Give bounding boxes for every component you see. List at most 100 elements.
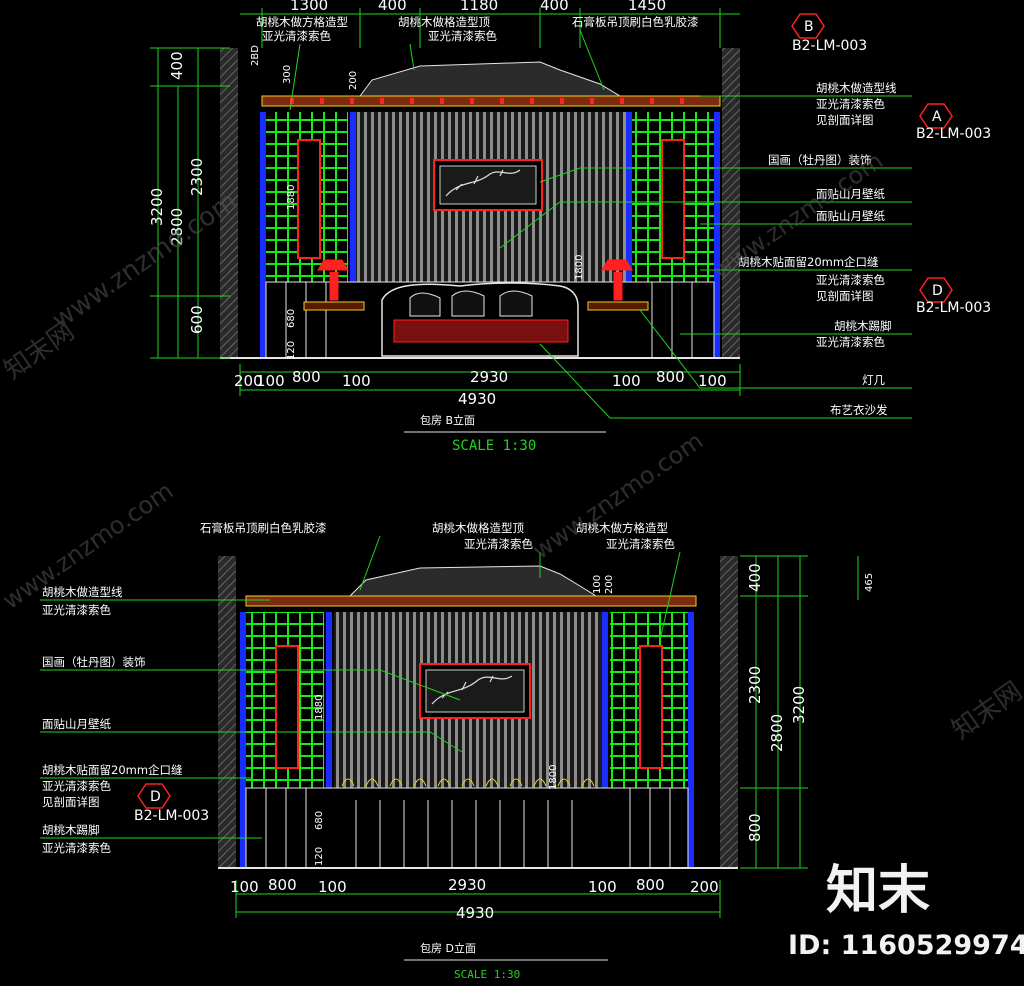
d-bottom-dim-200: 200	[690, 878, 719, 896]
ref-bubble-a: A B2-LM-003	[916, 103, 991, 142]
d-top-callouts: 石膏板吊顶刷白色乳胶漆 胡桃木做格造型顶 亚光清漆索色 胡桃木做方格造型 亚光清…	[200, 521, 681, 641]
d-inner-dim-2: 200	[604, 575, 615, 594]
ref-d-letter: D	[932, 283, 943, 299]
column-4	[714, 112, 720, 358]
inner-dim-2: 300	[282, 65, 293, 84]
right-wall-section	[722, 48, 740, 358]
cornice-dentils	[290, 98, 684, 104]
d-lc-4-l1: 胡桃木踢脚	[42, 823, 100, 837]
d-right-dim-800: 800	[746, 813, 764, 842]
watermark-brand-1: 知末网	[0, 316, 80, 385]
column-2	[350, 112, 356, 358]
d-column-4	[688, 612, 694, 868]
left-dim-600: 600	[188, 305, 206, 334]
bottom-dim-200: 200	[234, 372, 263, 390]
rc-5-l1: 胡桃木踢脚	[834, 319, 892, 333]
callout-ceiling-l1: 胡桃木做格造型顶	[398, 15, 490, 29]
top-dim-1: 1300	[290, 0, 328, 14]
column-1	[260, 112, 266, 358]
bottom-dim-2930: 2930	[470, 368, 508, 386]
d-column-2	[326, 612, 332, 868]
left-dim-3200: 3200	[148, 188, 166, 226]
right-table-lamp	[601, 259, 633, 301]
inner-dimensions: 2BD 300 200 1880 1800 680 120	[250, 45, 585, 360]
left-side-table	[303, 301, 365, 311]
d-right-lattice-inset	[639, 645, 663, 769]
d-lc-3-l1: 胡桃木贴面留20mm企口缝	[42, 763, 183, 777]
rc-4-l3: 见剖面详图	[816, 289, 874, 303]
d-callout-gypsum: 石膏板吊顶刷白色乳胶漆	[200, 521, 327, 535]
inner-dim-3: 200	[348, 71, 359, 90]
d-right-dim-400: 400	[746, 563, 764, 592]
top-dim-4: 400	[540, 0, 569, 14]
d-ref-code: B2-LM-003	[134, 808, 209, 824]
left-lattice-inset	[297, 139, 321, 259]
rc-4-l2: 亚光清漆索色	[816, 273, 885, 287]
rc-4-l1: 胡桃木贴面留20mm企口缝	[738, 255, 879, 269]
ref-b-letter: B	[804, 19, 814, 35]
d-column-3	[602, 612, 608, 868]
d-ref-bubble: D B2-LM-003	[134, 783, 209, 824]
peony-branch-sketch	[445, 169, 521, 197]
d-inner-dim-3: 1880	[314, 695, 325, 720]
peony-painting	[439, 165, 537, 205]
d-planter-row	[341, 778, 595, 787]
elevation-b-title: 包房 B立面	[420, 413, 475, 427]
brand-logo: 知末	[826, 861, 930, 921]
callout-ceiling-l2: 亚光清漆索色	[428, 29, 497, 43]
d-left-callouts: 胡桃木做造型线 亚光清漆索色 国画（牡丹图）装饰 面贴山月壁纸 胡桃木贴面留20…	[40, 585, 463, 855]
bottom-dim-100a: 100	[256, 372, 285, 390]
d-right-dim-2800: 2800	[768, 714, 786, 752]
top-dimension-chain: 1300 400 1180 400 1450	[240, 0, 740, 48]
left-dim-2300: 2300	[188, 158, 206, 196]
d-total-dim-4930: 4930	[456, 904, 494, 922]
ceiling-cornice	[261, 95, 721, 107]
top-callouts: 胡桃木做方格造型 亚光清漆索色 胡桃木做格造型顶 亚光清漆索色 石膏板吊顶刷白色…	[256, 15, 699, 111]
ref-bubble-b: B B2-LM-003	[791, 13, 867, 54]
d-side-dim: 465	[864, 573, 875, 592]
d-lc-3-l2: 亚光清漆索色	[42, 779, 111, 793]
left-dimension-chain: 400 2300 3200 2800 600	[148, 47, 230, 359]
d-inner-dim-4: 1800	[548, 765, 559, 790]
rc-2-l1: 面贴山月壁纸	[816, 187, 885, 201]
inner-dim-1: 2BD	[250, 45, 261, 66]
right-callouts: 胡桃木做造型线 亚光清漆索色 见剖面详图 国画（牡丹图）装饰 面贴山月壁纸 面贴…	[499, 81, 912, 419]
d-right-wall-section	[720, 556, 738, 868]
right-lattice-inset	[661, 139, 685, 259]
total-dim-4930: 4930	[458, 390, 496, 408]
rc-6-l1: 灯几	[862, 373, 885, 387]
watermark-brand-2: 知末网	[947, 676, 1024, 745]
left-table-lamp	[317, 259, 349, 301]
d-bottom-dim-100a: 100	[230, 878, 259, 896]
elevation-d: 石膏板吊顶刷白色乳胶漆 胡桃木做格造型顶 亚光清漆索色 胡桃木做方格造型 亚光清…	[40, 521, 875, 981]
d-inner-dim-1: 100	[592, 575, 603, 594]
bottom-dim-100c: 100	[612, 372, 641, 390]
d-callout-ceiling-l2: 亚光清漆索色	[464, 537, 533, 551]
rc-7-l1: 布艺衣沙发	[830, 403, 888, 417]
top-dim-2: 400	[378, 0, 407, 14]
d-lc-4-l2: 亚光清漆索色	[42, 841, 111, 855]
inner-dim-7: 120	[286, 341, 297, 360]
d-inner-dim-6: 120	[314, 847, 325, 866]
top-dim-3: 1180	[460, 0, 498, 14]
d-peony-branch-sketch	[431, 675, 513, 705]
d-callout-lattice-l2: 亚光清漆索色	[606, 537, 675, 551]
d-bottom-dim-100b: 100	[318, 878, 347, 896]
left-dim-400: 400	[168, 51, 186, 80]
rc-0-l3: 见剖面详图	[816, 113, 874, 127]
callout-lattice-l1: 胡桃木做方格造型	[256, 15, 348, 29]
d-bottom-dimension-chain: 100 800 100 2930 100 800 200 4930	[230, 876, 721, 922]
d-inner-dim-5: 680	[314, 811, 325, 830]
d-lc-2-l1: 面贴山月壁纸	[42, 717, 111, 731]
d-bottom-dim-100c: 100	[588, 878, 617, 896]
d-bottom-dim-800b: 800	[636, 876, 665, 894]
left-dim-2800: 2800	[168, 208, 186, 246]
rc-0-l2: 亚光清漆索色	[816, 97, 885, 111]
d-callout-lattice-l1: 胡桃木做方格造型	[576, 521, 668, 535]
d-lc-0-l2: 亚光清漆索色	[42, 603, 111, 617]
d-column-1	[240, 612, 246, 868]
elevation-b: 1300 400 1180 400 1450 400 2300 3200 280…	[148, 0, 991, 454]
ref-a-letter: A	[932, 109, 942, 125]
left-wall-section	[220, 48, 238, 358]
